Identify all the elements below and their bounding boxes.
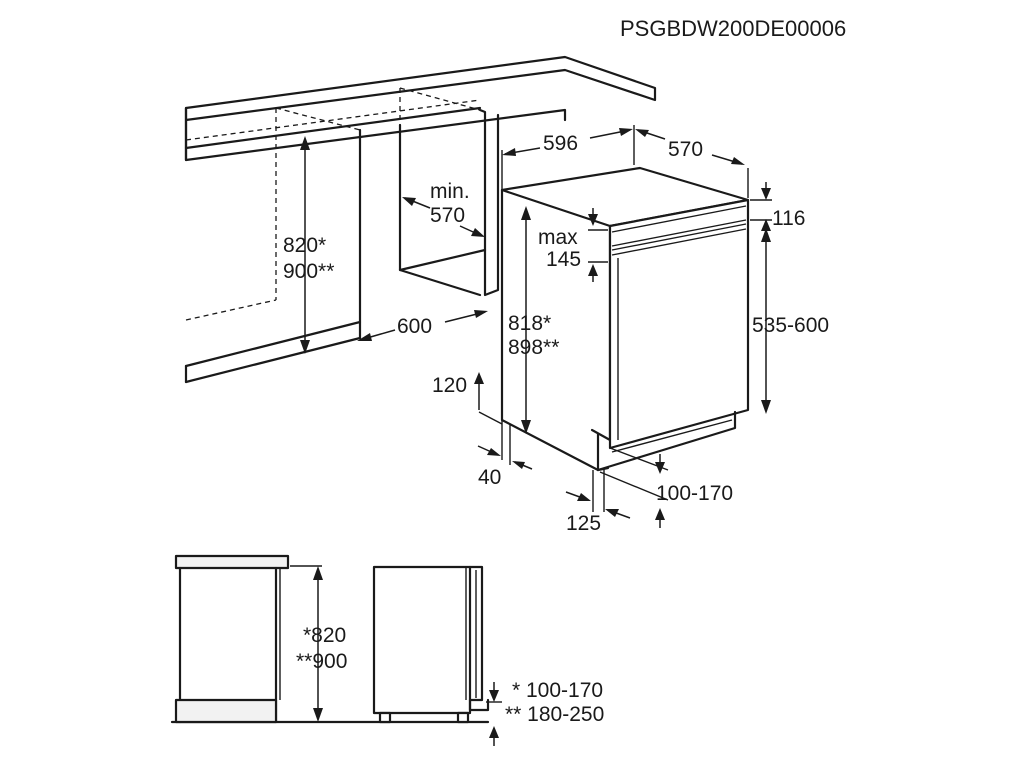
max-offset-label-1: max (538, 226, 578, 249)
side-plinth-label-1: * 100-170 (512, 679, 603, 702)
panel-height-dimension (750, 182, 772, 236)
niche-height-label-2: 900** (283, 260, 334, 283)
appliance-depth-dimension (635, 129, 749, 198)
door-offset-label: 125 (566, 512, 601, 535)
side-appliance-body (372, 565, 472, 715)
document-code: PSGBDW200DE00006 (620, 16, 846, 41)
appliance-height-dimension (521, 206, 531, 434)
foot-height-label: 120 (432, 374, 467, 397)
max-offset-label-2: 145 (546, 248, 581, 271)
side-view-appliance (372, 565, 490, 724)
side-height-label-1: *820 (303, 624, 346, 647)
niche-height-label-1: 820* (283, 234, 326, 257)
side-height-dimension (290, 565, 323, 722)
side-view-cabinet (170, 554, 490, 724)
plinth-label: 100-170 (656, 482, 733, 505)
foot-height-dimension (474, 372, 503, 425)
side-height-label-2: **900 (296, 650, 347, 673)
min-depth-dimension (402, 197, 485, 237)
door-height-label: 535-600 (752, 314, 829, 337)
side-plinth-dimension (486, 682, 502, 746)
kitchen-niche (184, 55, 657, 384)
appliance-door (608, 198, 750, 450)
foot-depth-label: 40 (478, 466, 501, 489)
appliance-height-label-2: 898** (508, 336, 559, 359)
appliance-depth-label: 570 (668, 138, 703, 161)
countertop-top (184, 55, 657, 122)
niche-height-dimension (300, 136, 310, 354)
appliance-height-label-1: 818* (508, 312, 551, 335)
door-height-dimension (761, 228, 771, 414)
side-plinth-label-2: ** 180-250 (505, 703, 604, 726)
niche-width-label: 600 (397, 315, 432, 338)
niche-width-dimension (357, 310, 488, 341)
plinth-dimension (599, 447, 669, 528)
max-offset-dimension (588, 208, 608, 282)
min-depth-label-2: 570 (430, 204, 465, 227)
foot-depth-dimension (477, 420, 533, 470)
appliance-width-label: 596 (543, 132, 578, 155)
door-offset-dimension (565, 468, 631, 519)
appliance-width-dimension (501, 125, 635, 190)
min-depth-label-1: min. (430, 180, 470, 203)
side-countertop (174, 554, 290, 570)
panel-height-label: 116 (772, 207, 805, 230)
